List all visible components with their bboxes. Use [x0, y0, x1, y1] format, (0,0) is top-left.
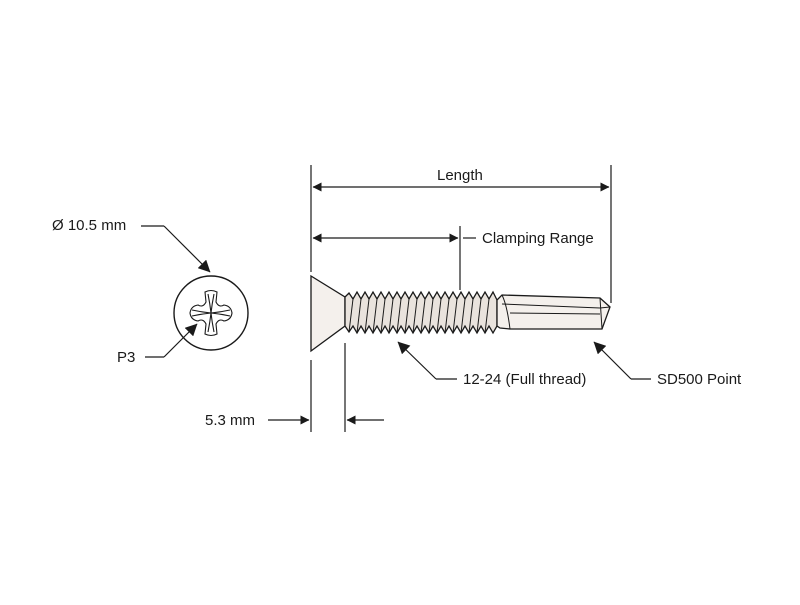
drive-label: P3 [117, 349, 135, 366]
arrowhead [163, 323, 198, 358]
length-dimension [310, 165, 612, 303]
clamping-range-dimension [312, 226, 476, 290]
head-diameter-label: Ø 10.5 mm [52, 217, 126, 234]
point-callout [593, 341, 651, 380]
screw-head-end-view [173, 275, 249, 351]
clamping-range-label: Clamping Range [482, 230, 594, 247]
point-label: SD500 Point [657, 371, 742, 388]
length-label: Length [437, 167, 483, 184]
head-diameter-callout: Ø 10.5 mm [52, 217, 211, 273]
arrowhead [397, 341, 437, 380]
thread-label: 12-24 (Full thread) [463, 371, 586, 388]
head-height-dimension [268, 343, 384, 432]
phillips-drive-icon [189, 289, 233, 337]
thread-callout [397, 341, 457, 380]
arrowhead [163, 225, 211, 273]
screw-head [310, 274, 346, 353]
head-height-label: 5.3 mm [205, 412, 255, 429]
drive-type-callout: P3 [117, 323, 198, 366]
drill-point [496, 294, 611, 330]
screw-side-view [310, 274, 611, 353]
arrowhead [593, 341, 632, 380]
